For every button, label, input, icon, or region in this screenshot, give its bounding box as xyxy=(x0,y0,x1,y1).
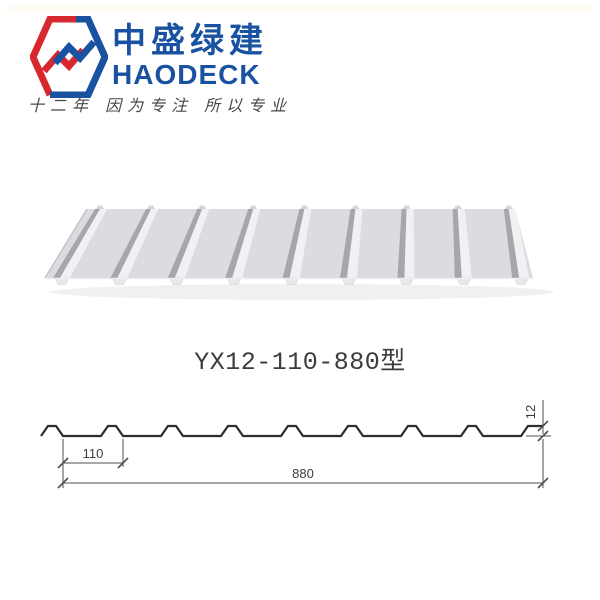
dim-value-height: 12 xyxy=(523,405,538,419)
sheet-rib-part xyxy=(249,205,258,209)
sheet-rib-part xyxy=(53,209,100,278)
logo-hexagon-red-half xyxy=(30,16,76,97)
sheet-rib-part xyxy=(232,209,261,278)
brand-name-en: HAODECK xyxy=(112,58,261,90)
sheet-rib-part xyxy=(110,209,152,278)
sheet-3d-render xyxy=(44,205,554,300)
sheet-rib-part xyxy=(300,205,309,209)
sheet-rib-part xyxy=(347,209,363,278)
brand-logo-icon xyxy=(30,16,108,98)
profile-outline xyxy=(40,424,543,438)
sheet-rib-part xyxy=(167,209,203,278)
sheet-rib-part xyxy=(453,205,462,209)
sheet-rib-part xyxy=(60,209,107,278)
brand-tagline: 十二年 因为专注 所以专业 xyxy=(28,96,293,115)
sheet-rib-part xyxy=(457,209,472,278)
sheet-rib-part xyxy=(96,205,104,209)
sheet-rib-part xyxy=(147,205,156,209)
sheet-rib-part xyxy=(198,205,207,209)
sheet-rib-part xyxy=(174,209,210,278)
sheet-rib-part xyxy=(508,209,530,278)
sheet-rib-part xyxy=(225,209,254,278)
sheet-rib-part xyxy=(397,209,407,278)
sheet-rib-part xyxy=(402,205,411,209)
model-label: YX12-110-880型 xyxy=(194,348,406,377)
sheet-back-notches xyxy=(96,205,513,209)
sheet-rib-part xyxy=(340,209,356,278)
sheet-rib-part xyxy=(503,209,520,278)
dim-value-width: 880 xyxy=(292,466,314,481)
sheet-left-edge xyxy=(44,208,88,279)
brand-text-block: 中盛绿建 HAODECK xyxy=(112,22,268,90)
dim-value-pitch: 110 xyxy=(83,446,104,461)
sheet-rib-part xyxy=(404,209,415,278)
profile-drawing: 110 880 12 xyxy=(40,400,551,489)
sheet-rib-part xyxy=(452,209,462,278)
dimension-lines xyxy=(57,400,551,489)
dim-ticks xyxy=(57,420,549,489)
brand-name-cn: 中盛绿建 xyxy=(112,22,268,60)
sheet-ribs xyxy=(53,209,530,278)
top-edge-artifact xyxy=(6,5,594,13)
sheet-rib-part xyxy=(289,209,312,278)
sheet-rib-part xyxy=(351,205,360,209)
sheet-rib-part xyxy=(117,209,159,278)
sheet-rib-part xyxy=(282,209,305,278)
sheet-rib-part xyxy=(504,205,513,209)
logo-hexagon-blue-half xyxy=(50,16,108,98)
logo-zigzag-blue xyxy=(52,39,97,66)
sheet-drop-shadow xyxy=(50,284,554,300)
